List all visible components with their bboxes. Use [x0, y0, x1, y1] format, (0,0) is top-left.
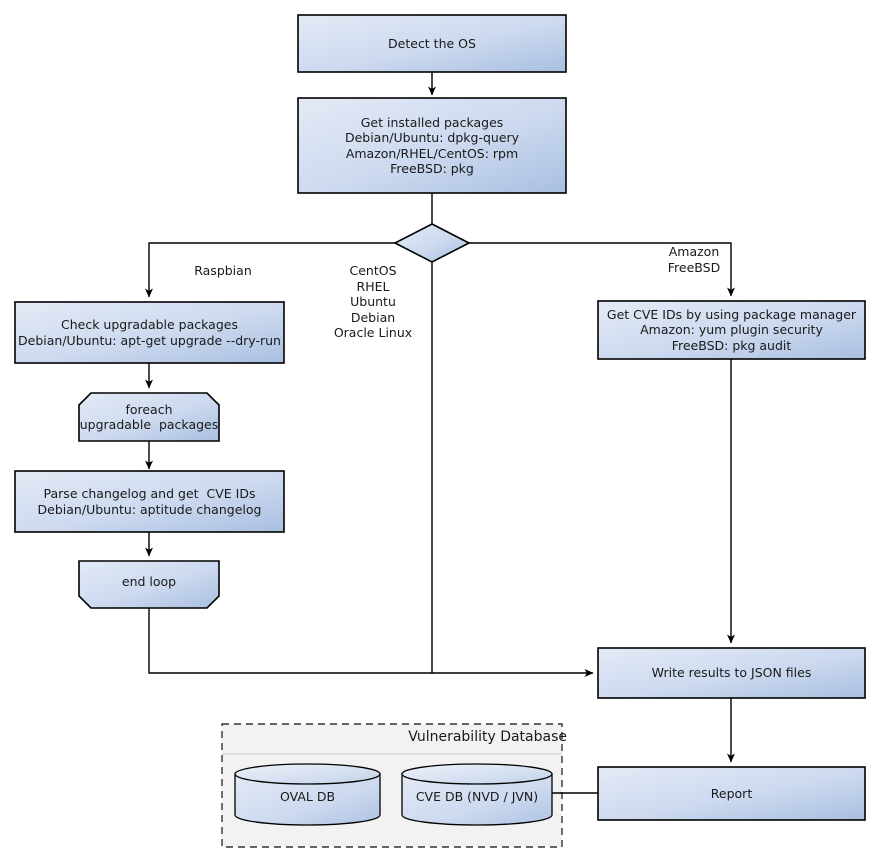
edge-label-amazon-freebsd: Amazon FreeBSD: [667, 244, 721, 275]
node-check-upgradable: [14, 301, 285, 364]
node-detect-os: [297, 14, 567, 73]
group-title-vulnerability-database: Vulnerability Database: [408, 729, 567, 745]
edges: [145, 72, 735, 794]
node-foreach: [78, 392, 220, 442]
node-report: [597, 766, 866, 821]
node-cve-db: [401, 763, 553, 826]
node-end-loop: [78, 560, 220, 609]
node-write-results: [597, 647, 866, 699]
edge-label-raspbian: Raspbian: [194, 263, 252, 278]
node-get-installed-packages: [297, 97, 567, 194]
node-parse-changelog: [14, 470, 285, 533]
edge-label-center-os-list: CentOS RHEL Ubuntu Debian Oracle Linux: [333, 263, 413, 340]
node-decision-diamond: [393, 223, 471, 263]
node-get-cve-ids: [597, 300, 866, 360]
node-oval-db: [234, 763, 381, 826]
